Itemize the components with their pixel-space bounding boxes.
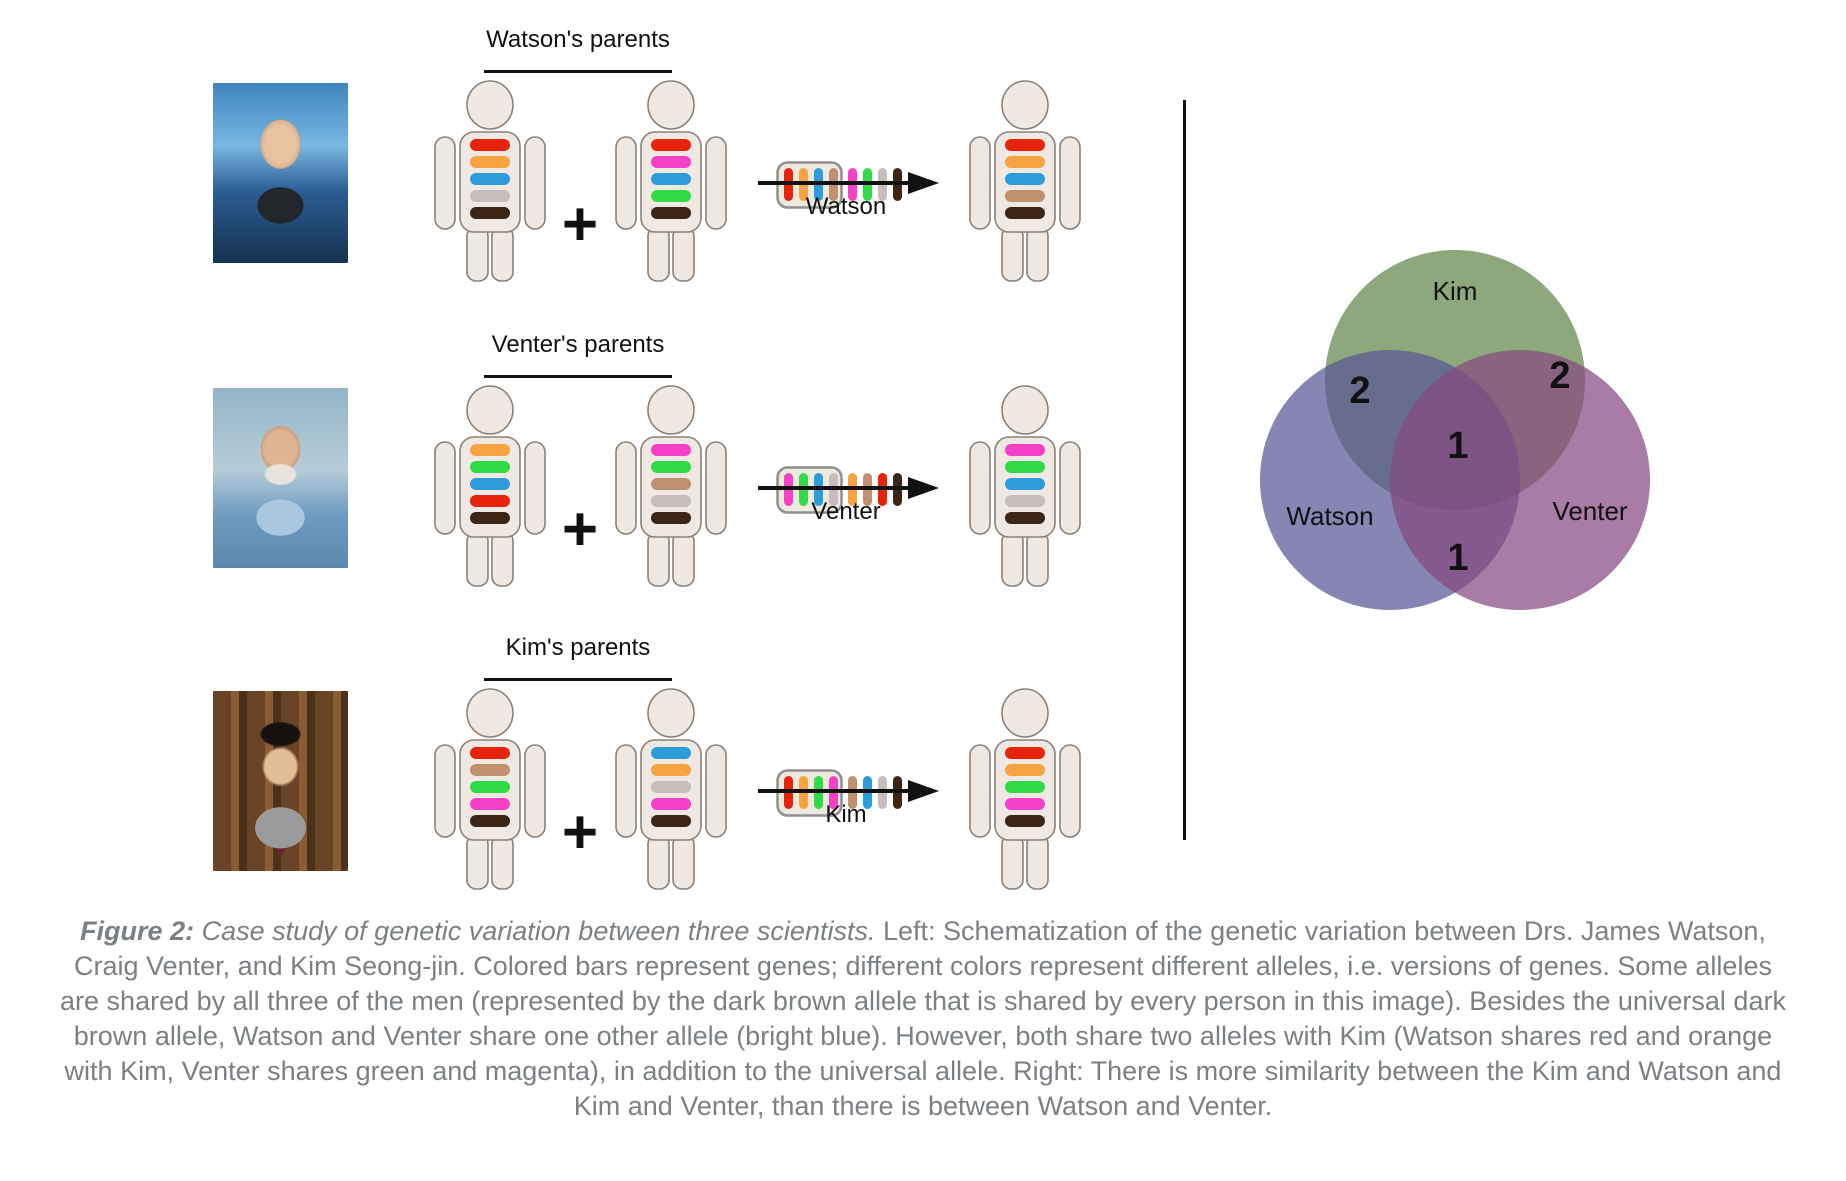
person-figure xyxy=(969,385,1081,587)
arrow-label-venter: Venter xyxy=(811,498,881,525)
venn-circle-venter xyxy=(1390,350,1650,610)
allele-bar-blue xyxy=(1005,173,1045,185)
parents-label-underline xyxy=(484,375,672,378)
venter-child xyxy=(968,382,1082,593)
allele-bar-red xyxy=(470,495,510,507)
allele-bar-gray xyxy=(470,190,510,202)
allele-bar-gray xyxy=(651,495,691,507)
allele-bar-red xyxy=(1005,139,1045,151)
plus-sign: + xyxy=(561,798,599,867)
watson-arrow xyxy=(758,170,940,201)
venter-parent-2 xyxy=(614,382,728,593)
watson-child xyxy=(968,77,1082,288)
kim-arrow xyxy=(758,778,940,809)
venn-count-center: 1 xyxy=(1447,425,1468,467)
kim-parent-1 xyxy=(433,685,547,896)
person-figure xyxy=(615,688,727,890)
allele-bar-red xyxy=(470,139,510,151)
venn-count-kim-watson: 2 xyxy=(1349,370,1370,412)
allele-bar-magenta xyxy=(651,798,691,810)
allele-bar-magenta xyxy=(470,798,510,810)
allele-bar-green xyxy=(470,461,510,473)
allele-bar-darkbrown xyxy=(651,512,691,524)
plus-sign: + xyxy=(561,190,599,259)
allele-bar-tan xyxy=(651,478,691,490)
venter-arrow xyxy=(758,475,940,506)
allele-bar-orange xyxy=(470,444,510,456)
watson-parent-2 xyxy=(614,77,728,288)
allele-bar-darkbrown xyxy=(470,815,510,827)
allele-bar-orange xyxy=(1005,156,1045,168)
person-figure xyxy=(434,688,546,890)
parents-label-underline xyxy=(484,678,672,681)
parents-label-watson: Watson's parents xyxy=(486,26,670,53)
allele-bar-darkbrown xyxy=(1005,815,1045,827)
allele-bar-green xyxy=(470,781,510,793)
venn-label-watson: Watson xyxy=(1286,501,1373,531)
allele-bar-tan xyxy=(470,764,510,776)
venn-count-watson-venter: 1 xyxy=(1447,537,1468,579)
parents-label-underline xyxy=(484,70,672,73)
arrow-label-watson: Watson xyxy=(805,193,887,220)
allele-bar-blue xyxy=(651,747,691,759)
allele-bar-magenta xyxy=(1005,444,1045,456)
venn-label-venter: Venter xyxy=(1552,496,1628,526)
venn-count-kim-venter: 2 xyxy=(1549,355,1570,397)
person-figure xyxy=(434,80,546,282)
vertical-divider xyxy=(1183,100,1186,840)
allele-bar-red xyxy=(651,139,691,151)
venn-diagram: Kim Watson Venter 2 2 1 1 xyxy=(1260,250,1650,610)
allele-bar-orange xyxy=(651,764,691,776)
allele-bar-blue xyxy=(1005,478,1045,490)
allele-bar-green xyxy=(651,190,691,202)
allele-bar-blue xyxy=(470,173,510,185)
person-figure xyxy=(434,385,546,587)
allele-bar-darkbrown xyxy=(470,207,510,219)
allele-bar-tan xyxy=(1005,190,1045,202)
allele-bar-orange xyxy=(1005,764,1045,776)
allele-bar-orange xyxy=(470,156,510,168)
allele-bar-blue xyxy=(470,478,510,490)
parents-label-venter: Venter's parents xyxy=(491,331,665,358)
allele-bar-darkbrown xyxy=(470,512,510,524)
caption-tag: Figure 2: xyxy=(80,916,195,946)
parents-label-kim: Kim's parents xyxy=(505,634,651,661)
allele-bar-blue xyxy=(651,173,691,185)
arrow-label-kim: Kim xyxy=(825,801,867,828)
allele-bar-gray xyxy=(1005,495,1045,507)
person-figure xyxy=(969,80,1081,282)
allele-bar-darkbrown xyxy=(651,815,691,827)
plus-sign: + xyxy=(561,495,599,564)
kim-child xyxy=(968,685,1082,896)
allele-bar-gray xyxy=(651,781,691,793)
person-figure xyxy=(969,688,1081,890)
allele-bar-green xyxy=(1005,461,1045,473)
allele-bar-red xyxy=(1005,747,1045,759)
venn-label-kim: Kim xyxy=(1433,276,1478,306)
caption-body: Left: Schematization of the genetic vari… xyxy=(60,916,1786,1121)
person-body xyxy=(434,80,546,282)
allele-bar-red xyxy=(470,747,510,759)
right-arrow xyxy=(758,780,939,802)
allele-bar-darkbrown xyxy=(1005,512,1045,524)
person-figure xyxy=(615,80,727,282)
kim-parent-2 xyxy=(614,685,728,896)
venter-photo xyxy=(213,388,348,568)
right-arrow xyxy=(758,477,939,499)
person-figure xyxy=(615,385,727,587)
figure-caption: Figure 2: Case study of genetic variatio… xyxy=(53,914,1793,1124)
allele-bar-magenta xyxy=(1005,798,1045,810)
allele-bar-darkbrown xyxy=(1005,207,1045,219)
venter-parent-1 xyxy=(433,382,547,593)
allele-bar-darkbrown xyxy=(651,207,691,219)
watson-parent-1 xyxy=(433,77,547,288)
kim-photo xyxy=(213,691,348,871)
allele-bar-green xyxy=(1005,781,1045,793)
watson-photo xyxy=(213,83,348,263)
allele-bar-magenta xyxy=(651,156,691,168)
allele-bar-green xyxy=(651,461,691,473)
caption-italic-title: Case study of genetic variation between … xyxy=(201,916,876,946)
allele-bar-magenta xyxy=(651,444,691,456)
right-arrow xyxy=(758,172,939,194)
